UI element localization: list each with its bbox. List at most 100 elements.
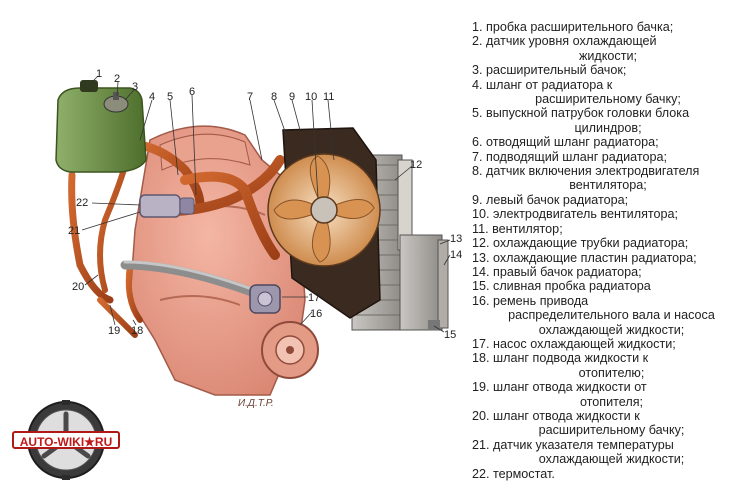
leader-lines: [81, 75, 451, 333]
logo-text[interactable]: AUTO-WIKI★RU: [12, 431, 120, 449]
callout-16: 16: [310, 308, 322, 320]
legend-line-1: сливная пробка радиатора: [493, 279, 651, 294]
legend-line-2: отопителя;: [579, 394, 644, 409]
legend-number: 13.: [472, 250, 494, 265]
legend-number: 3.: [472, 63, 487, 78]
callout-14: 14: [450, 249, 462, 261]
legend-item: 10. электродвигатель вентилятора;: [472, 207, 730, 221]
callout-10: 10: [305, 91, 317, 103]
legend-number: 11.: [472, 221, 493, 236]
legend-item: 12. охлаждающие трубки радиатора;: [472, 236, 730, 250]
legend-line-1: подводящий шланг радиатора;: [486, 149, 668, 164]
legend-line-1: термостат.: [493, 466, 555, 481]
legend-text: расширительный бачок;: [486, 63, 730, 77]
legend-line-1: расширительный бачок;: [486, 63, 627, 78]
legend-number: 17.: [472, 336, 494, 351]
callout-numbers: 1 2 3 4 5 6 7 8 9 10 11 12 13 14 15 16 1…: [68, 68, 462, 341]
legend-item: 9. левый бачок радиатора;: [472, 193, 730, 207]
legend-number: 18.: [472, 351, 494, 366]
callout-11: 11: [323, 91, 334, 103]
legend-line-2: охлаждающей жидкости;: [538, 452, 685, 467]
callout-13: 13: [450, 233, 462, 245]
callout-8: 8: [271, 91, 277, 103]
legend-number: 15.: [472, 279, 494, 294]
legend-line-1: выпускной патрубок головки блока: [486, 106, 690, 121]
legend-number: 21.: [472, 437, 494, 452]
legend-item: 22. термостат.: [472, 467, 730, 481]
callout-17: 17: [308, 292, 320, 304]
legend-line-1: шланг от радиатора к: [486, 77, 613, 92]
expansion-tank: [55, 80, 147, 173]
legend-item: 7. подводящий шланг радиатора;: [472, 150, 730, 164]
legend-line-1: охлаждающие пластин радиатора;: [493, 250, 697, 265]
legend-number: 1.: [472, 20, 487, 34]
belt-pulley: [261, 321, 319, 379]
legend-number: 5.: [472, 106, 487, 121]
legend-item: 6. отводящий шланг радиатора;: [472, 135, 730, 149]
legend-number: 22.: [472, 466, 494, 481]
legend-line-1: отводящий шланг радиатора;: [486, 135, 659, 150]
legend-number: 16.: [472, 293, 494, 308]
legend-line-2: расширительному бачку;: [538, 423, 685, 438]
legend-text: сливная пробка радиатора: [493, 279, 730, 293]
legend-number: 4.: [472, 77, 487, 92]
cooling-system-illustration: 1 2 3 4 5 6 7 8 9 10 11 12 13 14 15 16 1…: [55, 68, 462, 409]
hoses: [68, 140, 285, 338]
legend-line-1: правый бачок радиатора;: [493, 264, 642, 279]
legend-text: левый бачок радиатора;: [486, 193, 730, 207]
callout-15: 15: [444, 329, 456, 341]
callout-18: 18: [131, 325, 143, 337]
callout-7: 7: [247, 91, 253, 103]
legend-line-1: шланг отвода жидкости к: [493, 408, 640, 423]
legend-number: 7.: [472, 149, 487, 164]
legend-line-1: шланг отвода жидкости от: [493, 380, 647, 395]
legend-line-2: распределительного вала и насоса охлажда…: [508, 308, 715, 337]
callout-9: 9: [289, 91, 295, 103]
legend-line-1: насос охлаждающей жидкости;: [493, 336, 676, 351]
legend-line-1: датчик включения электродвигателя: [486, 164, 700, 179]
legend-item: 13. охлаждающие пластин радиатора;: [472, 251, 730, 265]
legend-text: электродвигатель вентилятора;: [493, 207, 730, 221]
artist-stamp: И.Д.Т.Р.: [238, 398, 274, 409]
legend-item: 11. вентилятор;: [472, 222, 730, 236]
legend-number: 8.: [472, 164, 487, 179]
legend-text: вентилятор;: [492, 222, 730, 236]
legend-line-1: левый бачок радиатора;: [486, 192, 629, 207]
water-pump: [249, 284, 281, 314]
callout-20: 20: [72, 281, 84, 293]
callout-12: 12: [410, 159, 422, 171]
callout-1: 1: [96, 68, 102, 80]
legend-item: 17. насос охлаждающей жидкости;: [472, 337, 730, 351]
legend-line-1: шланг подвода жидкости к: [493, 351, 649, 366]
thermostat: [139, 194, 195, 218]
legend-number: 12.: [472, 236, 494, 251]
legend-item: 3. расширительный бачок;: [472, 63, 730, 77]
legend-text: пробка расширительного бачка;: [486, 20, 730, 34]
callout-4: 4: [149, 91, 155, 103]
legend-line-1: датчик уровня охлаждающей: [486, 34, 657, 49]
legend-line-2: жидкости;: [578, 48, 638, 63]
legend-item: 14. правый бачок радиатора;: [472, 265, 730, 279]
legend-item: 1. пробка расширительного бачка;: [472, 20, 730, 34]
legend-line-1: датчик указателя температуры: [493, 437, 674, 452]
callout-3: 3: [132, 81, 138, 93]
legend-item: 15. сливная пробка радиатора: [472, 279, 730, 293]
legend-line-2: цилиндров;: [574, 120, 642, 135]
legend-number: 19.: [472, 380, 494, 395]
legend-line-1: электродвигатель вентилятора;: [493, 207, 679, 222]
callout-6: 6: [189, 86, 195, 98]
fan-shroud: [267, 127, 381, 319]
legend-text: подводящий шланг радиатора;: [486, 150, 730, 164]
